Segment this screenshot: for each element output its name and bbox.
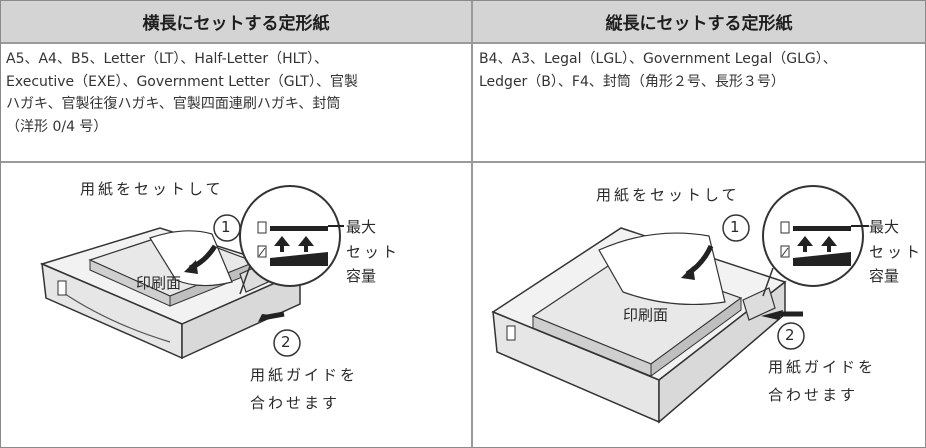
max-capacity-label-3: 容量 <box>869 267 900 285</box>
step1-number: 1 <box>221 218 231 236</box>
landscape-list-line: ハガキ、官製往復ハガキ、官製四面連刷ハガキ、封筒 <box>6 96 341 112</box>
max-capacity-label-1: 最大 <box>869 218 900 236</box>
landscape-paper-list: A5、A4、B5、Letter（LT）、Half-Letter（HLT）、 Ex… <box>6 48 466 138</box>
max-capacity-mark-icon <box>780 221 851 266</box>
portrait-list-line: B4、A3、Legal（LGL）、Government Legal（GLG）、 <box>479 51 837 67</box>
paper-tray-icon <box>39 185 344 360</box>
step1-label: 用紙をセットして <box>80 180 224 198</box>
step2-label-2: 合わせます <box>768 386 859 404</box>
landscape-list-line: Executive（EXE）、Government Letter（GLT）、官製 <box>6 73 358 90</box>
print-side-label: 印刷面 <box>136 274 182 292</box>
header-landscape: 横長にセットする定形紙 <box>1 0 471 42</box>
portrait-illustration: 用紙をセットして 1 最大 セット 容量 印刷面 2 用紙ガイドを 合わせます <box>473 164 926 448</box>
max-capacity-mark-icon <box>257 221 328 266</box>
step1-label: 用紙をセットして <box>596 186 740 204</box>
landscape-list-line: （洋形 0/4 号） <box>6 118 108 135</box>
portrait-paper-list: B4、A3、Legal（LGL）、Government Legal（GLG）、 … <box>479 48 924 93</box>
portrait-list-line: Ledger（B）、F4、封筒（角形２号、長形３号） <box>479 73 785 90</box>
step2-label-1: 用紙ガイドを <box>250 366 359 384</box>
max-capacity-label-1: 最大 <box>346 218 377 236</box>
step2-label-1: 用紙ガイドを <box>768 358 877 376</box>
column-divider <box>471 0 473 448</box>
header-divider <box>0 42 926 44</box>
paper-tray-icon <box>491 185 869 424</box>
step1-number: 1 <box>730 218 740 236</box>
print-side-label: 印刷面 <box>623 306 669 324</box>
landscape-illustration: 用紙をセットして 1 最大 セット 容量 印刷面 2 用紙ガイドを 合わせます <box>0 164 471 448</box>
landscape-list-line: A5、A4、B5、Letter（LT）、Half-Letter（HLT）、 <box>6 51 329 67</box>
max-capacity-label-2: セット <box>346 243 401 261</box>
step2-number: 2 <box>281 333 291 351</box>
step2-label-2: 合わせます <box>250 394 341 412</box>
max-capacity-label-2: セット <box>869 243 924 261</box>
max-capacity-label-3: 容量 <box>346 267 377 285</box>
step2-number: 2 <box>785 326 795 344</box>
row-divider <box>0 161 926 163</box>
header-portrait: 縦長にセットする定形紙 <box>473 0 925 42</box>
